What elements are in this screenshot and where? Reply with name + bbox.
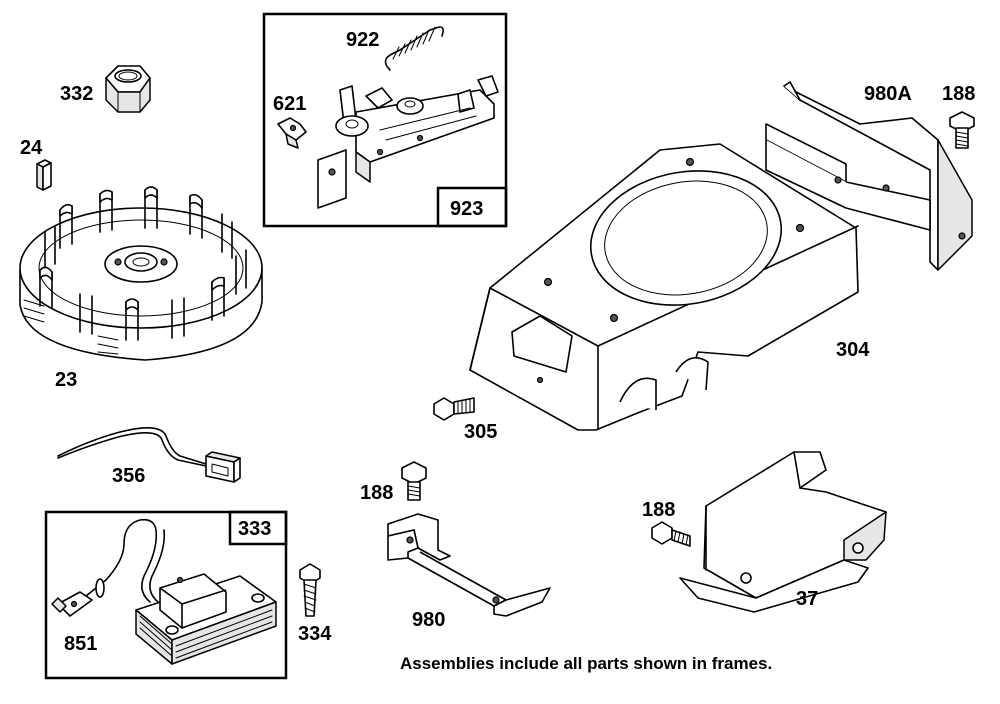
part-356-wire — [57, 427, 241, 483]
label-37: 37 — [796, 588, 818, 610]
part-980-bracket — [387, 513, 551, 617]
label-24: 24 — [20, 137, 43, 159]
part-188-bolt-mid — [401, 461, 427, 501]
label-621: 621 — [273, 93, 306, 115]
label-334: 334 — [298, 623, 332, 645]
label-305: 305 — [464, 421, 497, 443]
label-23: 23 — [55, 369, 77, 391]
label-356: 356 — [112, 465, 145, 487]
label-923: 923 — [450, 198, 483, 220]
part-23-flywheel — [19, 186, 263, 361]
part-621-lever — [277, 117, 307, 149]
label-188-right: 188 — [642, 499, 675, 521]
part-332-hex-nut — [105, 65, 151, 113]
part-305-bolt — [433, 397, 475, 421]
label-980A: 980A — [864, 83, 912, 105]
part-304-blower-housing — [469, 143, 859, 431]
part-24-key — [36, 159, 52, 191]
label-922: 922 — [346, 29, 379, 51]
part-37-baffle — [679, 451, 887, 613]
part-188-bolt-top — [949, 111, 975, 149]
part-334-screw — [299, 563, 321, 617]
assembly-frame-923 — [262, 12, 508, 228]
part-throttle-bracket — [317, 75, 499, 209]
assembly-frame-333 — [44, 510, 288, 680]
assemblies-note: Assemblies include all parts shown in fr… — [400, 654, 772, 673]
label-188-top: 188 — [942, 83, 975, 105]
part-ignition-coil — [85, 518, 277, 665]
part-980A-bracket — [765, 81, 973, 271]
label-188-mid: 188 — [360, 482, 393, 504]
label-333: 333 — [238, 518, 271, 540]
part-851-terminal — [51, 578, 105, 617]
part-922-spring — [384, 26, 444, 71]
label-851: 851 — [64, 633, 97, 655]
label-304: 304 — [836, 339, 870, 361]
label-980: 980 — [412, 609, 445, 631]
part-188-bolt-right — [651, 521, 691, 547]
label-332: 332 — [60, 83, 93, 105]
